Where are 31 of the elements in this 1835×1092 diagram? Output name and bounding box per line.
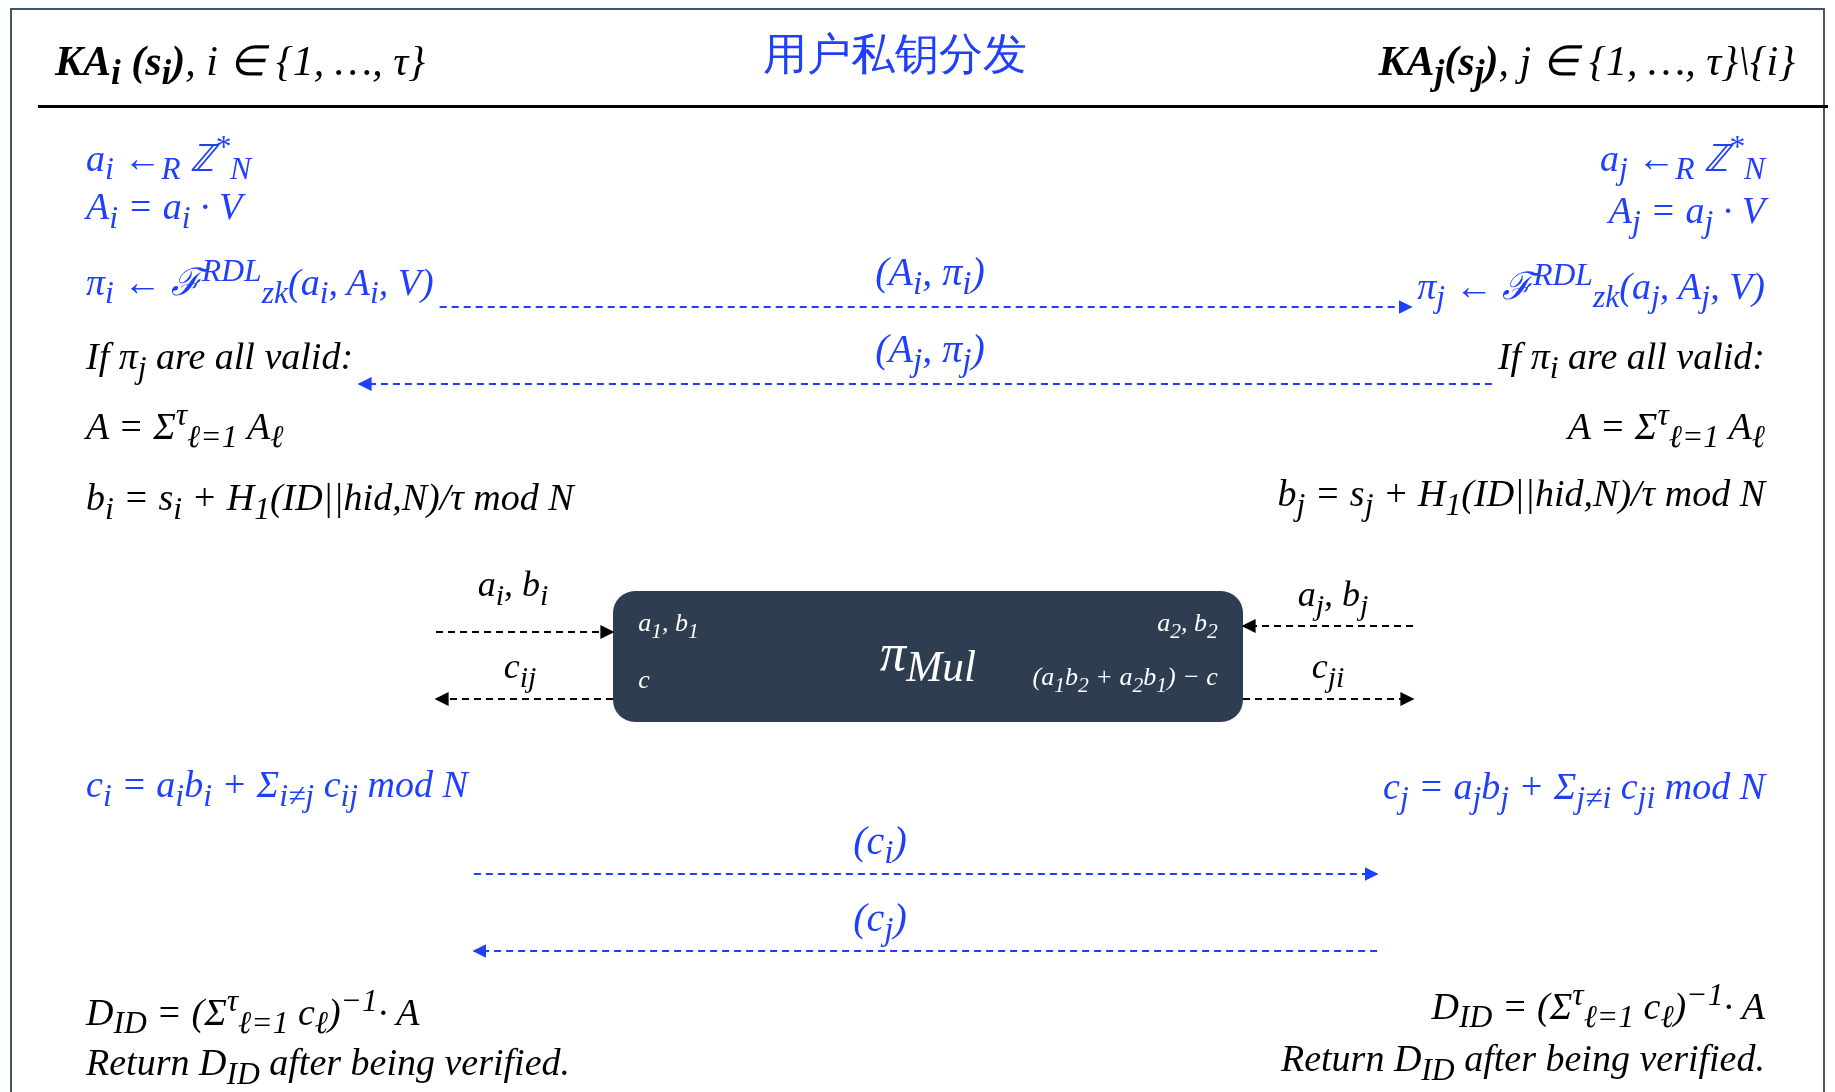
equation: b$_{i}$ = s$_{i}$ + H$_{1}$(ID||hid,N)/τ mod N (86, 477, 574, 527)
equation: D$_{ID}$ = (Σ$^{τ}$$_{ℓ=1}$ c$_{ℓ}$)$^{−1}$· A (1431, 978, 1765, 1036)
note-text: Return D$_{ID}$ after being verified. (1280, 1038, 1765, 1088)
equation: π$_{j}$ ← ℱ$^{RDL}$$_{zk}$(a$_{j}$, A$_{j}$, V) (1417, 258, 1765, 316)
functionality-box (613, 591, 1243, 722)
equation: π$_{i}$ ← ℱ$^{RDL}$$_{zk}$(a$_{i}$, A$_{i}$, V) (86, 254, 434, 315)
box-title: π$_{Mul}$ (880, 622, 976, 691)
port-label: c (638, 665, 650, 696)
arrow (1242, 692, 1415, 706)
arrow (472, 944, 1379, 958)
note-text: Return D$_{ID}$ after being verified. (86, 1042, 571, 1092)
port-label: a$_{1}$, b$_{1}$ (638, 608, 699, 644)
equation: If π$_{j}$ are all valid: (86, 336, 354, 392)
equation: c$_{j}$ = a$_{j}$b$_{j}$ + Σ$_{j≠i}$ c$_{ji}$ mod N (1383, 766, 1765, 959)
equation: D$_{ID}$ = (Σ$^{τ}$$_{ℓ=1}$ c$_{ℓ}$)$^{−1}$· A (86, 984, 420, 1042)
equation: A = Σ$^{τ}$$_{ℓ=1}$ A$_{ℓ}$ (1567, 398, 1765, 456)
equation: b$_{j}$ = s$_{j}$ + H$_{1}$(ID||hid,N)/τ mod N (1277, 473, 1765, 523)
equation: c$_{i}$ = a$_{i}$b$_{i}$ + Σ$_{i≠j}$ c$_{ij}$ mod N (86, 764, 468, 959)
port-label: (a$_{1}$b$_{2}$ + a$_{2}$b$_{1}$) − c (1032, 662, 1218, 698)
port-label: a$_{2}$, b$_{2}$ (1157, 608, 1218, 644)
title: 用户私钥分发 (763, 30, 1027, 79)
party-heading: KA$_{i}$ (s$_{i}$), i ∈ {1, …, τ} (55, 38, 425, 93)
arrow (357, 377, 1493, 391)
equation: A = Σ$^{τ}$$_{ℓ=1}$ A$_{ℓ}$ (86, 398, 284, 456)
equation: If π$_{i}$ are all valid: (1497, 336, 1765, 392)
arrow (472, 867, 1379, 881)
arrow (438, 300, 1413, 314)
party-heading: KA$_{j}$(s$_{j}$), j ∈ {1, …, τ}\{i} (1378, 38, 1795, 93)
arrow (1241, 619, 1414, 633)
arrow (434, 692, 614, 706)
arrow (435, 625, 615, 639)
